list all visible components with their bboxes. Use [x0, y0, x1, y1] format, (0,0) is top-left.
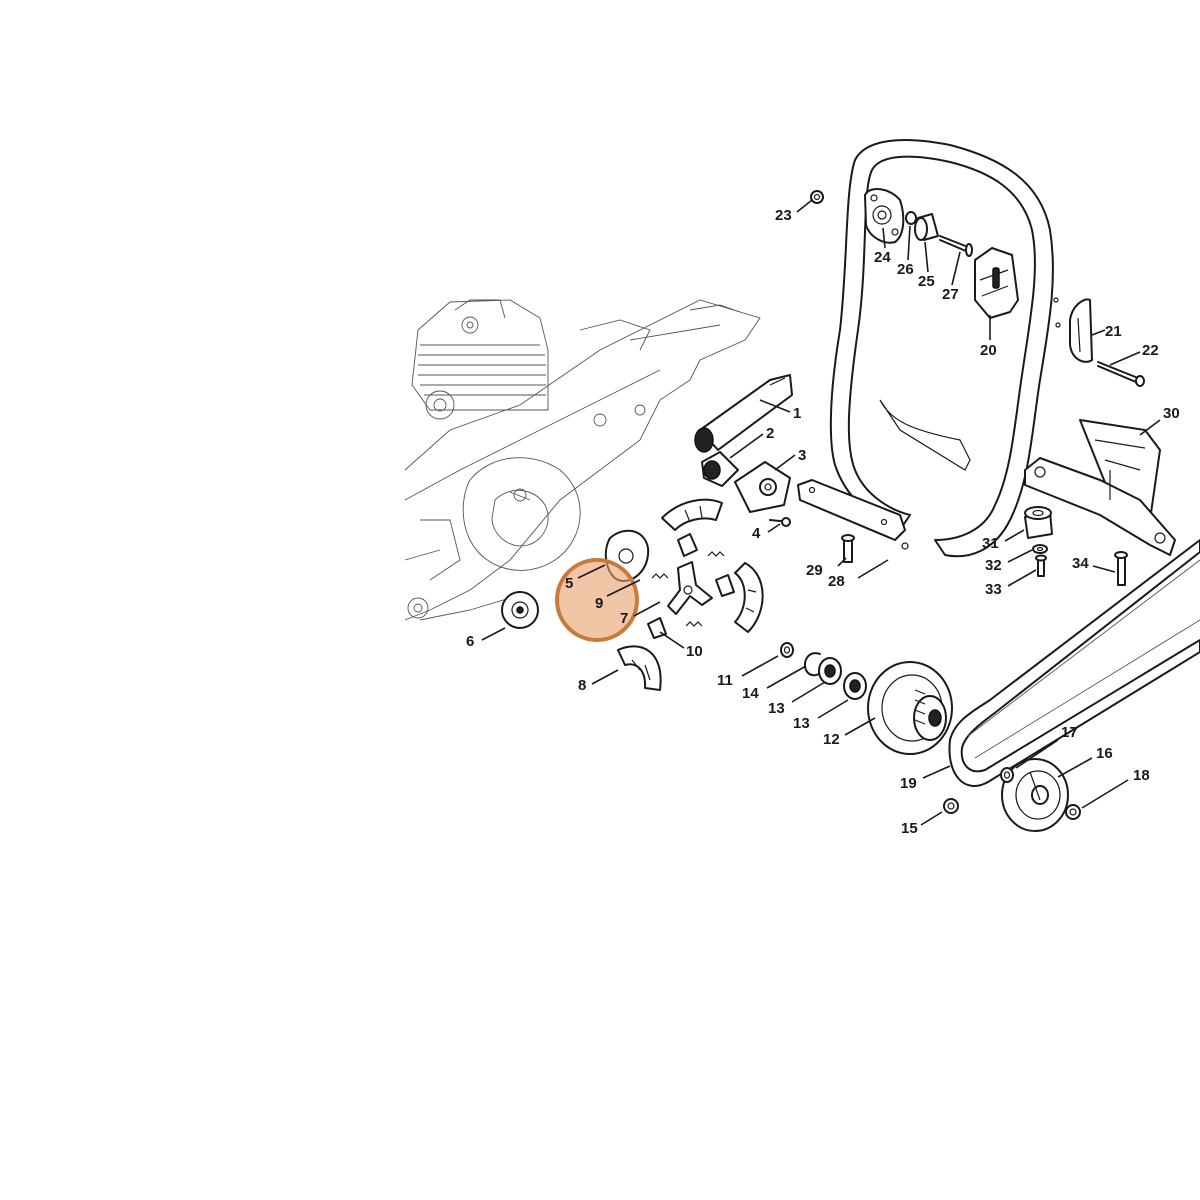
callout-14[interactable]: 14 [742, 685, 759, 702]
leader-lines [481, 199, 1161, 826]
callout-13a[interactable]: 13 [768, 700, 785, 717]
callout-17[interactable]: 17 [1061, 724, 1078, 741]
callout-29[interactable]: 29 [806, 562, 823, 579]
callout-9[interactable]: 9 [595, 595, 603, 612]
callout-10[interactable]: 10 [686, 643, 703, 660]
screw-33 [1035, 554, 1047, 577]
callout-18[interactable]: 18 [1133, 767, 1150, 784]
drive-belt-19 [948, 539, 1200, 787]
callout-8[interactable]: 8 [578, 677, 586, 694]
callout-11[interactable]: 11 [717, 672, 733, 689]
bushing-31 [1024, 506, 1053, 539]
callout-6[interactable]: 6 [466, 633, 474, 650]
support-bracket-30 [1024, 419, 1176, 556]
callout-34[interactable]: 34 [1072, 555, 1089, 572]
clutch-drum-12 [867, 661, 953, 755]
callout-33[interactable]: 33 [985, 581, 1002, 598]
disc-6 [501, 591, 539, 629]
clutch-springs [651, 551, 725, 627]
callout-3[interactable]: 3 [798, 447, 806, 464]
callout-16[interactable]: 16 [1096, 745, 1113, 762]
tension-nut-2 [701, 451, 739, 487]
callout-20[interactable]: 20 [980, 342, 997, 359]
screw-4 [769, 517, 791, 527]
callout-28[interactable]: 28 [828, 573, 845, 590]
screw-34 [1114, 551, 1128, 586]
callout-27[interactable]: 27 [942, 286, 959, 303]
callout-2[interactable]: 2 [766, 425, 774, 442]
callout-32[interactable]: 32 [985, 557, 1002, 574]
callout-24[interactable]: 24 [874, 249, 891, 266]
tension-tube-1 [694, 374, 793, 453]
callout-5[interactable]: 5 [565, 575, 573, 592]
callout-4[interactable]: 4 [752, 525, 761, 542]
washer-15 [943, 798, 959, 814]
callout-12[interactable]: 12 [823, 731, 840, 748]
callout-22[interactable]: 22 [1142, 342, 1159, 359]
callout-23[interactable]: 23 [775, 207, 792, 224]
clutch-shoes [617, 498, 764, 691]
screw-22 [1097, 361, 1145, 387]
grip-pad-20 [974, 247, 1019, 319]
washer-11 [780, 642, 794, 658]
hardware-25-27 [905, 211, 973, 257]
callout-15[interactable]: 15 [901, 820, 918, 837]
callout-13b[interactable]: 13 [793, 715, 810, 732]
nut-18 [1065, 804, 1081, 820]
nut-23 [810, 190, 824, 204]
callout-7[interactable]: 7 [620, 610, 628, 627]
callout-19[interactable]: 19 [900, 775, 917, 792]
pulley-16 [1001, 758, 1069, 832]
bearings-13 [818, 657, 867, 700]
tension-bracket-3 [734, 461, 791, 513]
callout-numbers: 1 2 3 4 5 6 7 8 9 10 11 12 13 13 14 15 1… [466, 207, 1180, 837]
callout-1[interactable]: 1 [793, 405, 801, 422]
callout-21[interactable]: 21 [1105, 323, 1122, 340]
washer-17 [1000, 767, 1014, 783]
screw-29 [841, 534, 855, 563]
clutch-carrier-7 [667, 561, 713, 615]
washer-32 [1032, 544, 1048, 554]
engine-housing [404, 299, 761, 621]
bracket-28 [797, 479, 906, 541]
mounting-plate-24 [864, 188, 905, 244]
highlight-circle[interactable] [555, 558, 639, 642]
callout-25[interactable]: 25 [918, 273, 935, 290]
clamp-21 [1069, 298, 1093, 363]
callout-26[interactable]: 26 [897, 261, 914, 278]
callout-31[interactable]: 31 [982, 535, 999, 552]
callout-30[interactable]: 30 [1163, 405, 1180, 422]
